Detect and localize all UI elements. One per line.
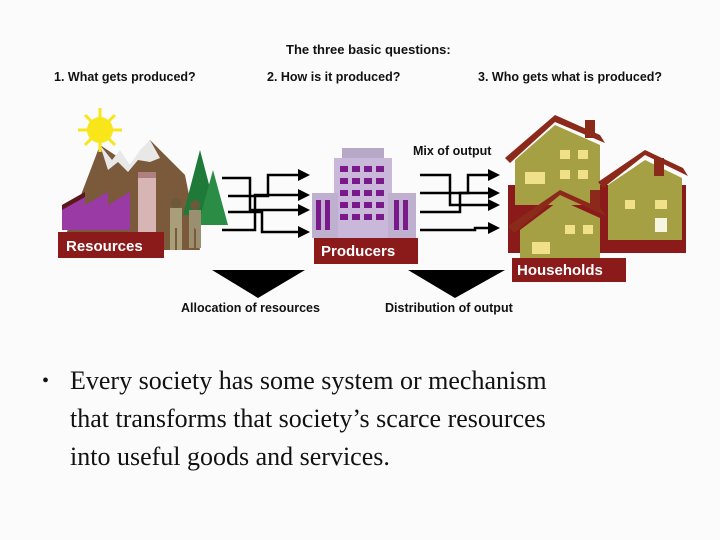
house-icon [598,150,688,240]
right-wing [388,193,416,238]
house-icon [505,115,605,205]
house-icon [508,190,606,275]
output-arrowheads [488,169,500,234]
question-who-gets: 3. Who gets what is produced? [478,70,663,84]
resources-illustration [58,108,228,258]
resources-label: Resources [66,238,143,255]
worker-figure [189,200,201,248]
worker-figure [170,198,182,250]
tower-top [342,148,384,160]
producer-windows [316,166,408,230]
resource-flow-arrows [222,173,298,234]
tree-icon [198,170,228,225]
producers-label: Producers [321,243,396,260]
resources-label-box [58,232,164,258]
smokestack [138,172,156,232]
smokestack-band [138,172,156,178]
resource-arrowheads [298,169,310,238]
sun-icon [78,108,122,152]
mix-of-output-label: Mix of output [413,144,492,158]
question-what-produced: 1. What gets produced? [54,70,196,84]
producers-illustration [312,148,418,264]
diagram-title: The three basic questions: [286,42,451,57]
distribution-arrow [408,270,505,298]
allocation-arrow [212,270,305,298]
factory-roof-edge [62,192,85,210]
distribution-label: Distribution of output [385,301,513,315]
output-flow-arrows [420,173,488,232]
question-how-produced: 2. How is it produced? [267,70,401,84]
bullet-point: • Every society has some system or mecha… [42,362,682,476]
allocation-label: Allocation of resources [181,301,320,315]
producers-label-box [314,238,418,264]
bullet-icon: • [42,370,50,392]
mountain-snow [100,140,160,172]
households-label: Households [517,262,603,279]
bullet-text: Every society has some system or mechani… [70,366,547,471]
households-illustration [505,115,688,282]
households-label-box [512,258,626,282]
factory [62,192,130,230]
